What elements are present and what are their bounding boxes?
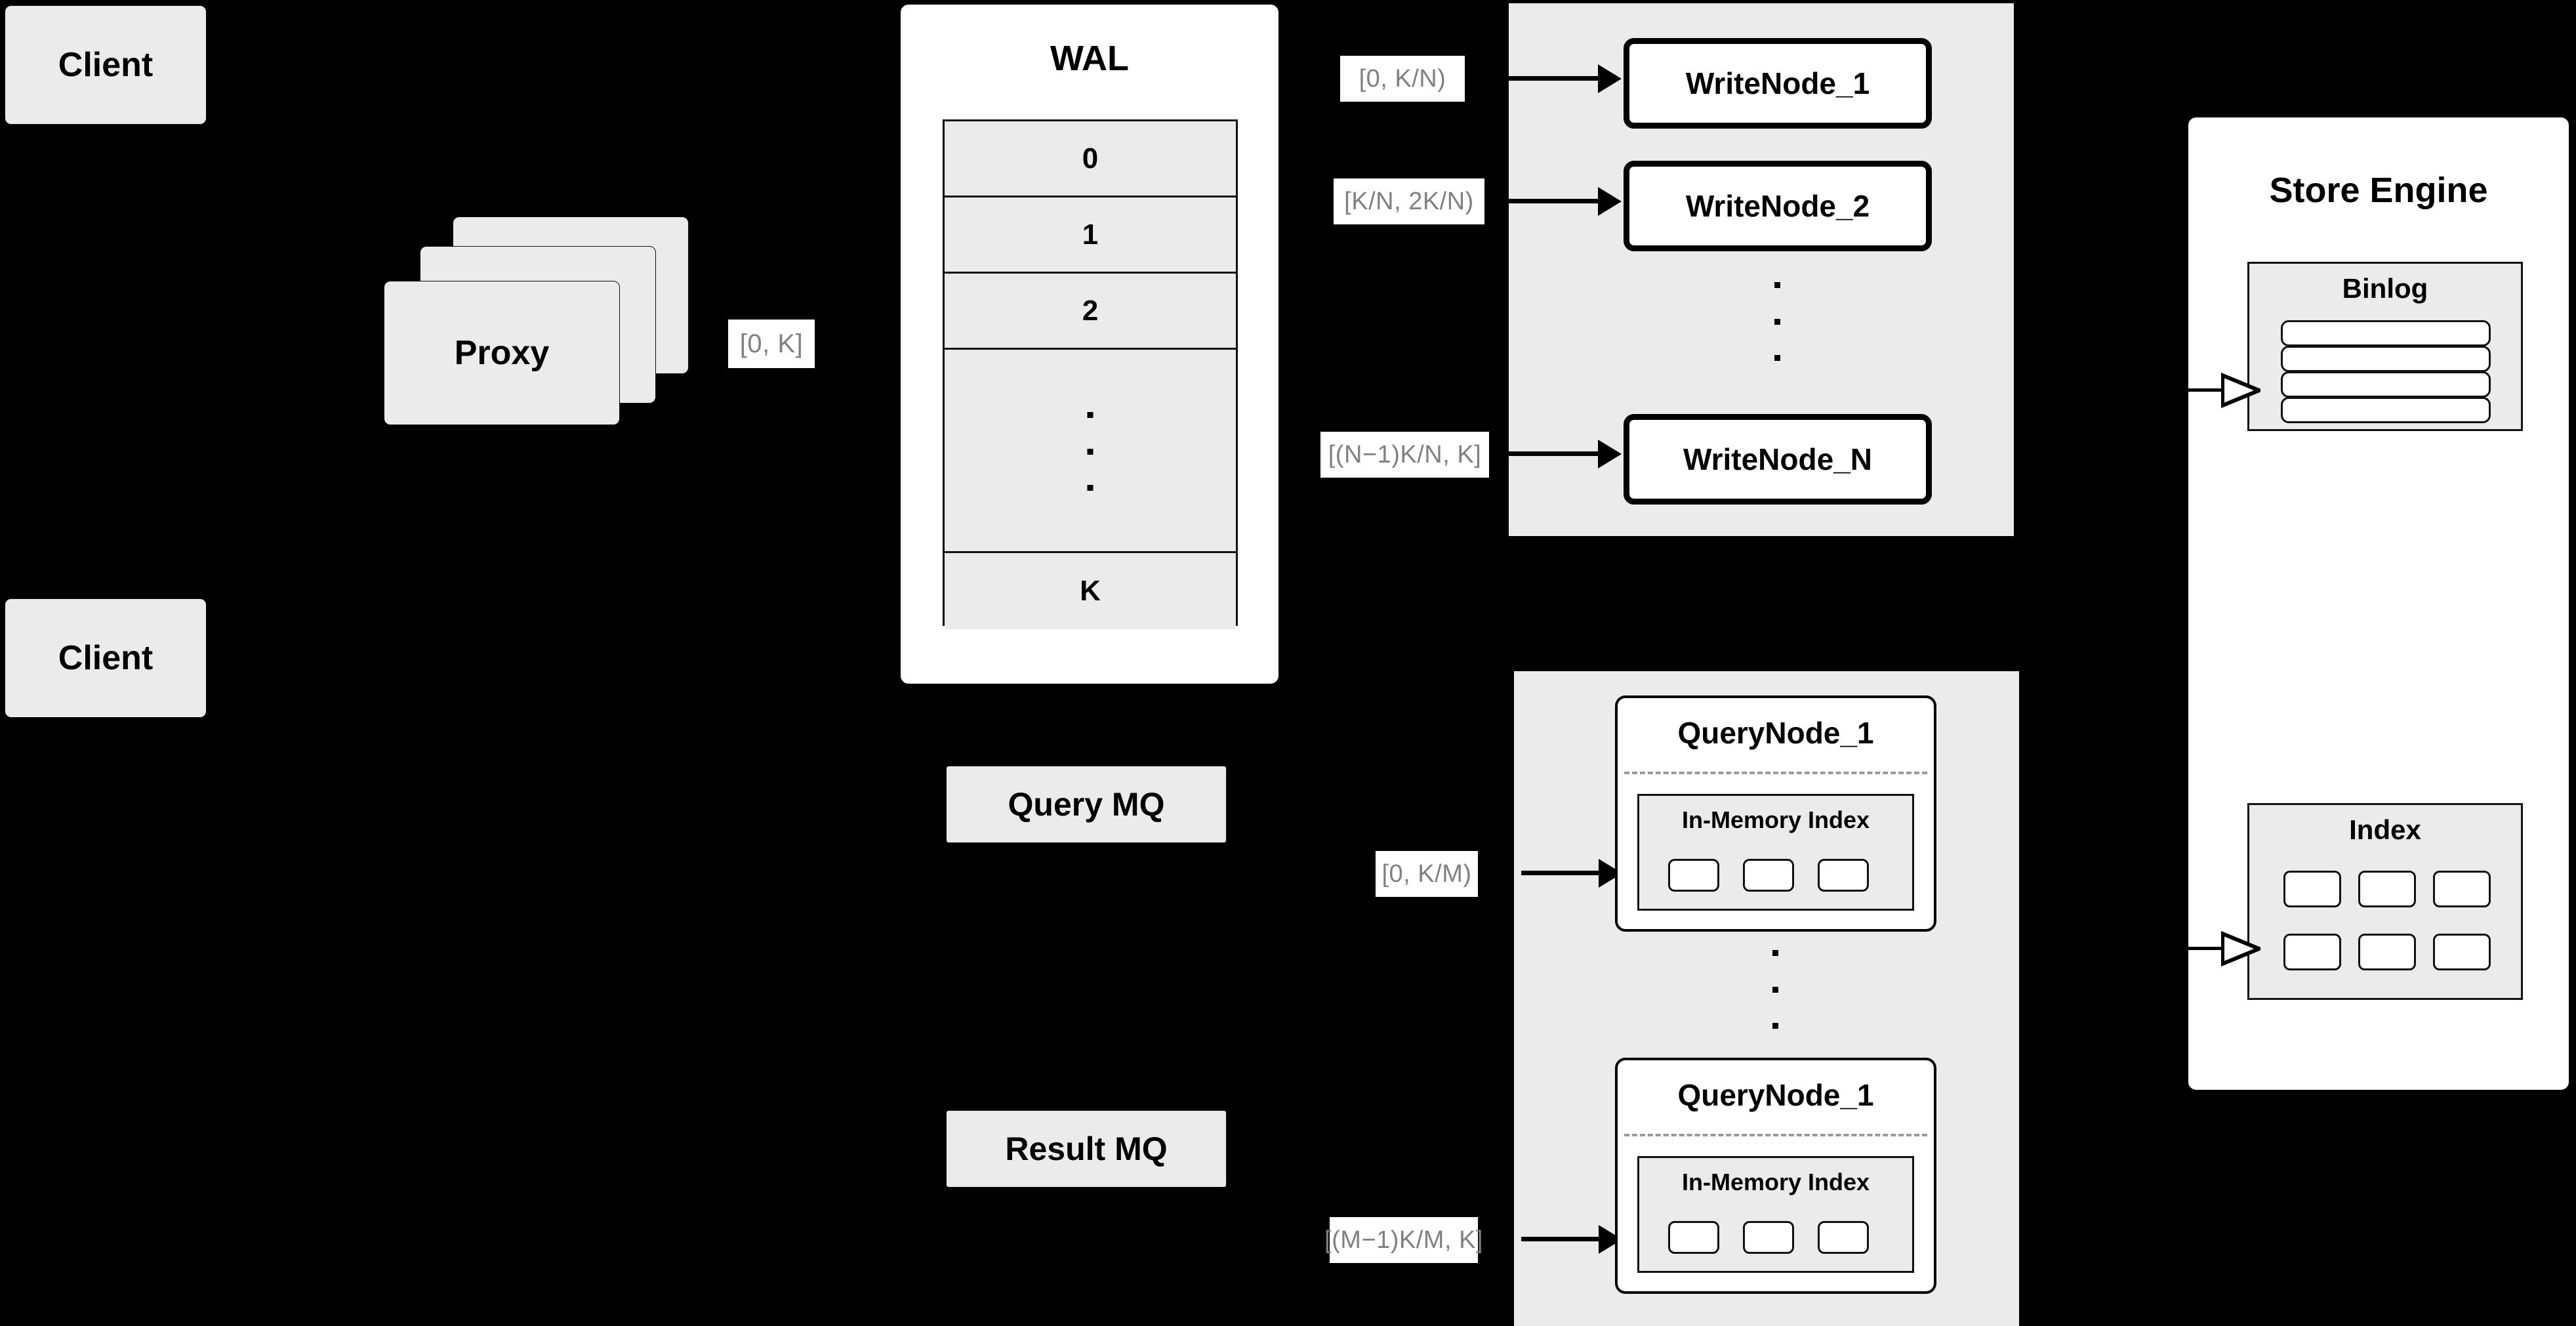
store-engine-title: Store Engine [2269,171,2488,210]
write-node-2-range-label: [K/N, 2K/N) [1334,178,1484,224]
wal-title: WAL [1050,39,1129,78]
proxy-label: Proxy [454,334,550,372]
wal-table: 0 1 2 K [943,119,1238,629]
index-cell [1818,859,1869,892]
arrow-to-query-node-2 [1521,1237,1603,1241]
client-label: Client [58,46,153,84]
arrow-to-write-node-1 [1501,76,1603,81]
in-memory-index-panel: In-Memory Index [1637,1156,1914,1273]
wal-row: 2 [945,274,1236,350]
query-mq-box[interactable]: Query MQ [946,766,1227,843]
index-cell [2283,871,2341,907]
index-cell [2358,934,2416,970]
query-node-1-title: QueryNode_1 [1677,716,1874,750]
proxy-card-front[interactable]: Proxy [384,281,620,425]
client-box-bottom[interactable]: Client [5,598,207,718]
vertical-ellipsis-icon [1774,282,1780,361]
store-engine-panel: Store Engine Binlog Index [2186,115,2571,1092]
index-cell [2283,934,2341,970]
wal-row: 0 [945,121,1236,197]
vertical-ellipsis-icon [1087,412,1094,491]
wal-row: K [945,553,1236,629]
query-node-2-range-label: [(M−1)K/M, K] [1324,1217,1482,1263]
write-node-n-range-label: [(N−1)K/N, K] [1320,432,1489,478]
binlog-bar [2281,397,2491,423]
index-panel: Index [2247,803,2523,1000]
query-node-divider [1624,772,1927,774]
client-box-top[interactable]: Client [5,5,207,125]
open-arrow-head-icon [2221,931,2260,966]
arrow-to-query-node-1 [1521,871,1603,875]
binlog-bar [2281,346,2491,372]
binlog-bar [2281,371,2491,398]
wal-row: 1 [945,197,1236,274]
arrow-to-write-node-2 [1501,199,1603,203]
index-cell [1743,859,1794,892]
query-node-1-range-label: [0, K/M) [1376,851,1478,897]
arrow-to-index [2184,947,2225,950]
index-cell [1668,859,1719,892]
open-arrow-head-icon [2221,373,2260,408]
wal-row-ellipsis [945,350,1236,553]
vertical-ellipsis-icon [1772,950,1778,1029]
index-cell [2433,871,2491,907]
arrow-head-icon [1598,187,1622,216]
arrow-to-write-node-n [1501,451,1603,456]
result-mq-box[interactable]: Result MQ [946,1110,1227,1188]
write-node-2[interactable]: WriteNode_2 [1624,161,1932,251]
query-node-2[interactable]: QueryNode_1 In-Memory Index [1615,1058,1936,1294]
index-cell [1818,1221,1869,1254]
index-cell [1668,1221,1719,1254]
in-memory-index-title: In-Memory Index [1681,806,1870,833]
binlog-title: Binlog [2342,273,2428,304]
query-node-1[interactable]: QueryNode_1 In-Memory Index [1615,695,1936,932]
index-title: Index [2349,814,2421,845]
proxy-range-label: [0, K] [728,320,815,368]
arrow-head-icon [1598,64,1622,93]
arrow-head-icon [1598,440,1622,468]
client-label: Client [58,639,153,677]
index-cell [2433,934,2491,970]
binlog-panel: Binlog [2247,262,2523,431]
query-node-divider [1624,1134,1927,1136]
in-memory-index-title: In-Memory Index [1681,1169,1870,1195]
query-node-2-title: QueryNode_1 [1677,1078,1874,1112]
arrow-to-binlog [2184,388,2225,392]
index-cell [1743,1221,1794,1254]
write-node-n[interactable]: WriteNode_N [1624,414,1932,505]
write-node-1[interactable]: WriteNode_1 [1624,38,1932,129]
binlog-bar [2281,320,2491,346]
in-memory-index-panel: In-Memory Index [1637,794,1914,911]
index-cell [2358,871,2416,907]
write-node-1-range-label: [0, K/N) [1340,56,1465,102]
